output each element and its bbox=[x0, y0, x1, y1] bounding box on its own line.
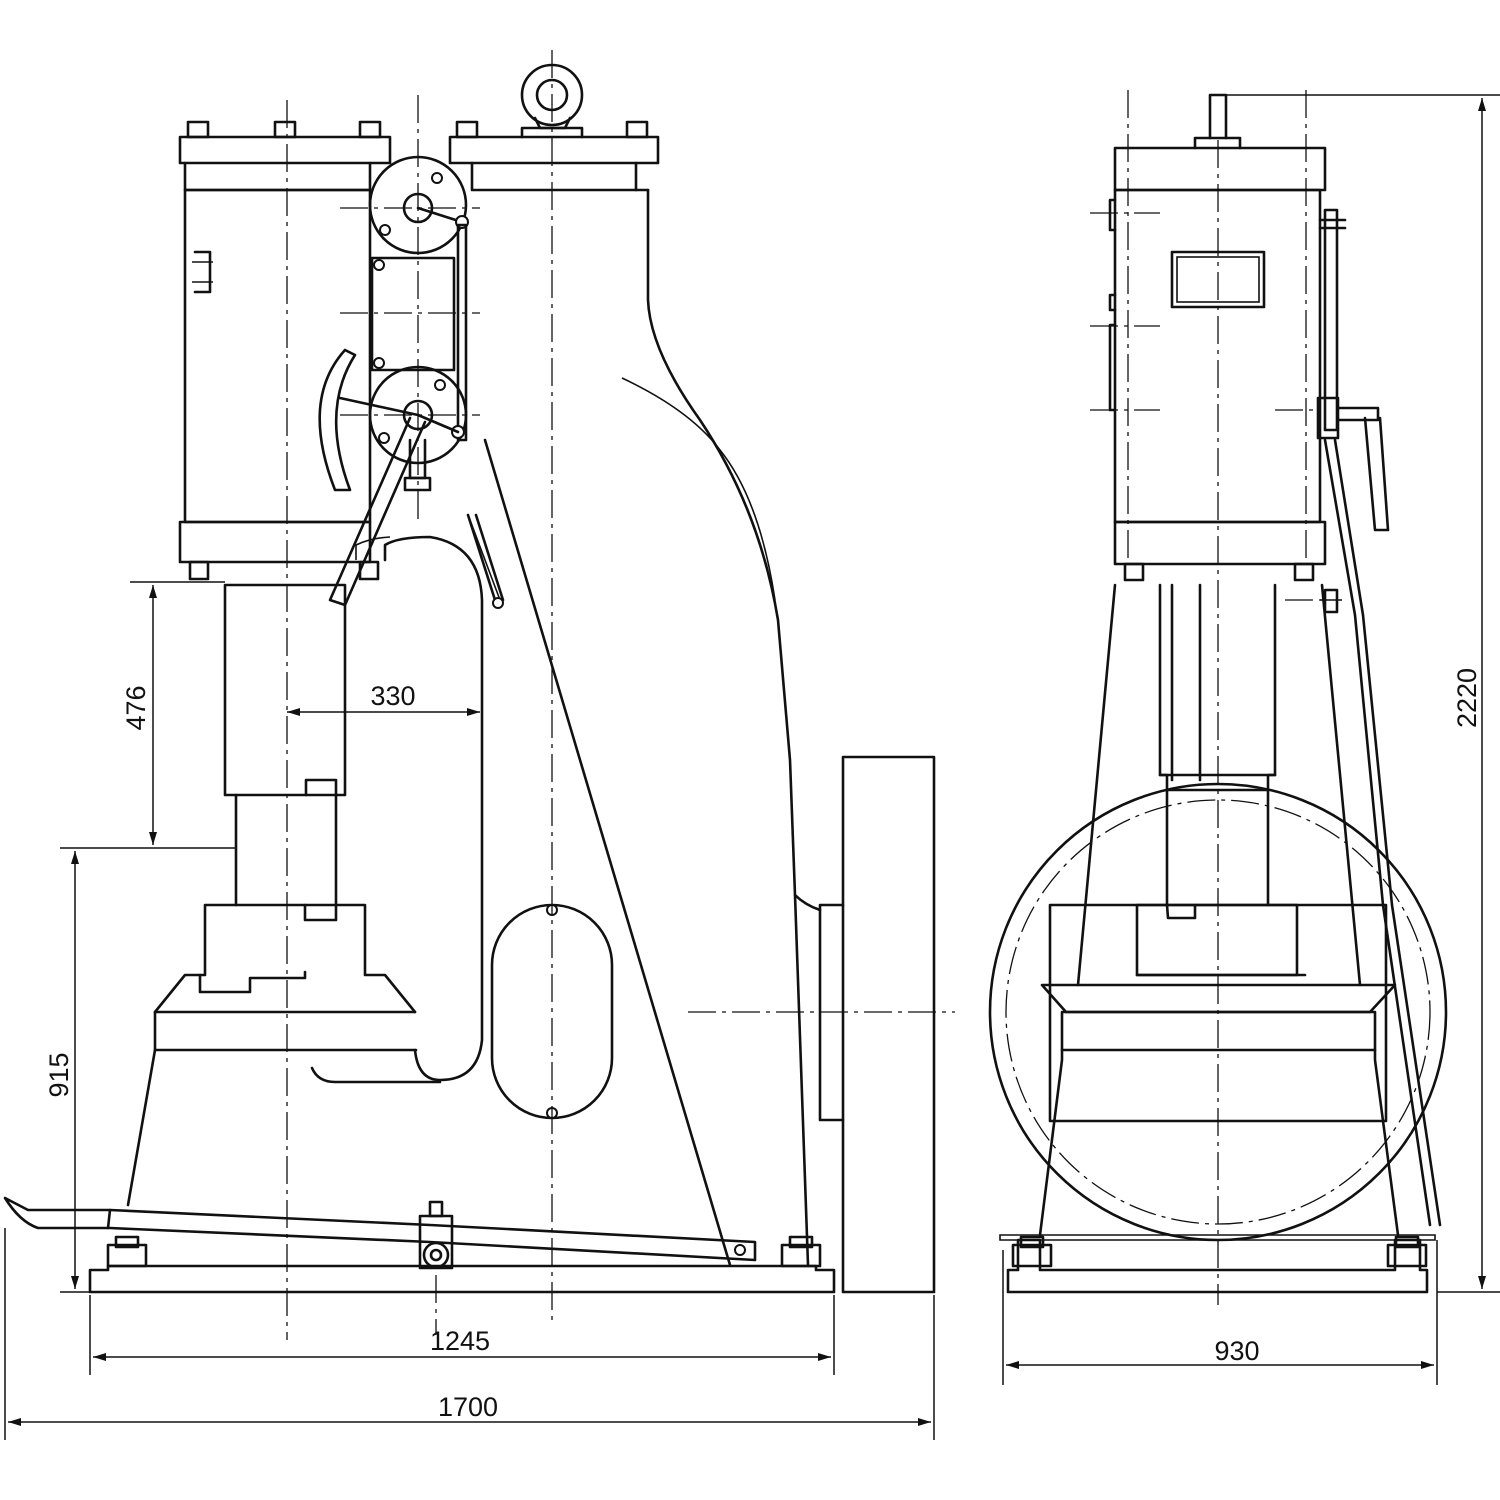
dim-throat-depth: 330 bbox=[370, 681, 415, 711]
side-frame bbox=[1076, 583, 1362, 987]
front-base-plate bbox=[88, 1264, 836, 1294]
front-ram bbox=[223, 583, 347, 907]
front-cylinder bbox=[183, 188, 372, 524]
front-anvil bbox=[153, 903, 417, 1014]
front-frame bbox=[383, 535, 484, 1082]
side-base-plate bbox=[1006, 1238, 1429, 1294]
dim-anvil-height: 915 bbox=[44, 1052, 74, 1097]
dim-overall-height: 2220 bbox=[1452, 668, 1482, 728]
front-frame-back bbox=[646, 188, 810, 1267]
dim-base-width: 930 bbox=[1214, 1336, 1259, 1366]
front-cylinder-handle bbox=[193, 250, 212, 294]
dim-base-length: 1245 bbox=[430, 1326, 490, 1356]
front-curved-lever bbox=[318, 348, 357, 492]
dim-ram-stroke: 476 bbox=[121, 685, 151, 730]
front-foundation-bolts bbox=[106, 1235, 822, 1268]
front-flywheel bbox=[841, 755, 936, 1294]
dimensions: 476 330 915 1245 1700 930 2220 bbox=[4, 94, 1500, 1440]
front-valve-body bbox=[370, 256, 456, 372]
side-view bbox=[988, 90, 1448, 1305]
dim-overall-length: 1700 bbox=[438, 1392, 498, 1422]
front-foot-pedal bbox=[3, 1196, 757, 1262]
front-anvil-pedestal bbox=[126, 1010, 417, 1207]
side-control-handle bbox=[1316, 208, 1442, 1227]
front-view bbox=[3, 50, 955, 1340]
